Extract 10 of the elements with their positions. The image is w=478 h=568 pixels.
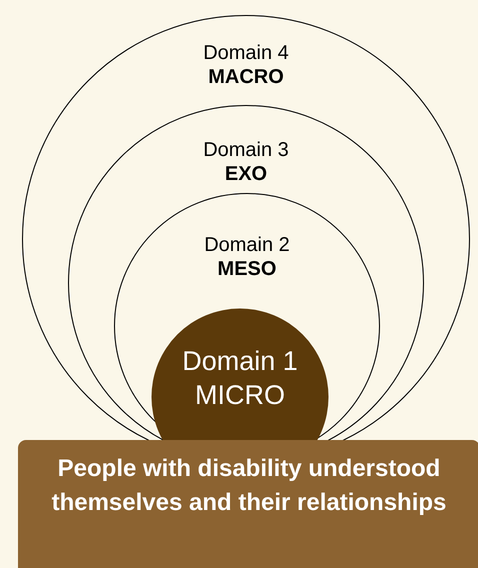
domain-number: Domain 4 bbox=[203, 41, 289, 65]
domain-level: MICRO bbox=[195, 379, 285, 412]
domain-number: Domain 3 bbox=[203, 138, 289, 162]
domain-number: Domain 2 bbox=[204, 233, 290, 257]
domain-number: Domain 1 bbox=[182, 345, 298, 378]
domain-level: MESO bbox=[218, 257, 276, 281]
domain-level: EXO bbox=[224, 162, 268, 186]
text-box bbox=[18, 440, 478, 568]
domain-level: MACRO bbox=[208, 65, 284, 89]
description-text: People with disability understood themselves and their relationships bbox=[50, 454, 448, 518]
